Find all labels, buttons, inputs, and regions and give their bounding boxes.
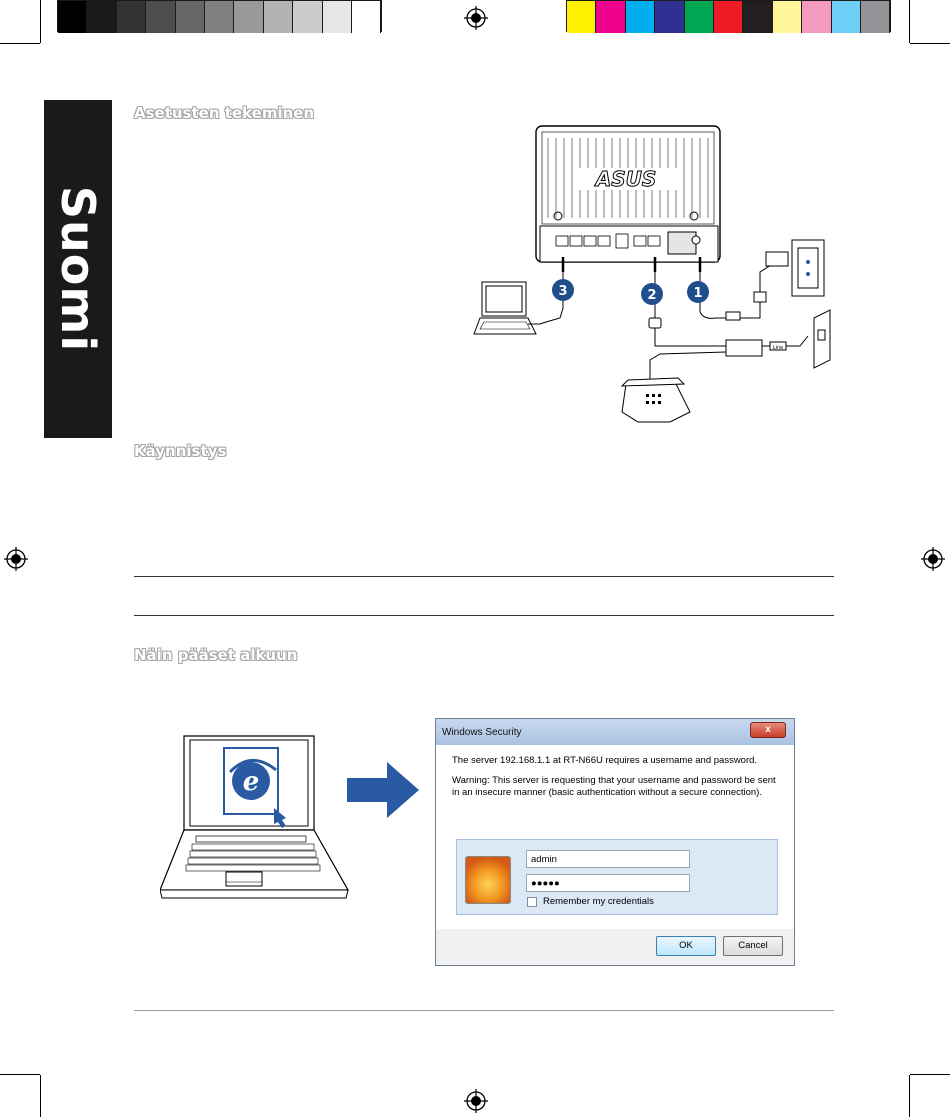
color-swatch <box>596 1 626 33</box>
color-swatch <box>684 1 714 33</box>
cancel-button[interactable]: Cancel <box>723 936 783 956</box>
svg-text:e: e <box>243 767 260 797</box>
color-swatch <box>655 1 685 33</box>
callout-3-label: 3 <box>558 284 567 299</box>
password-field[interactable]: ●●●●● <box>526 874 690 892</box>
language-side-tab: Suomi <box>44 100 112 438</box>
crop-mark <box>0 43 40 44</box>
color-swatch <box>772 1 803 33</box>
color-swatch <box>116 1 147 33</box>
registration-mark-icon <box>921 547 945 571</box>
crop-mark <box>40 1075 41 1117</box>
router-illustration: ASUS <box>535 125 721 263</box>
color-swatch <box>351 1 382 33</box>
router-connection-diagram: ASUS Line <box>473 125 831 423</box>
dialog-message: The server 192.168.1.1 at RT-N66U requir… <box>452 755 758 766</box>
color-swatch <box>87 1 117 33</box>
phone-jack-illustration <box>813 309 831 369</box>
crop-mark <box>910 43 950 44</box>
color-swatch <box>567 1 597 33</box>
dialog-close-button[interactable]: x <box>750 722 786 738</box>
callout-badge-3: 3 <box>552 279 574 301</box>
note-rule-top <box>134 576 834 577</box>
ok-button[interactable]: OK <box>656 936 716 956</box>
callout-badge-1: 1 <box>687 281 709 303</box>
line-label: Line <box>773 345 783 351</box>
color-swatch <box>263 1 294 33</box>
heading-startup: Käynnistys <box>134 442 227 460</box>
remember-credentials-checkbox[interactable] <box>527 897 537 907</box>
wall-outlet-illustration <box>791 239 825 297</box>
color-swatch <box>743 1 773 33</box>
dialog-warning: Warning: This server is requesting that … <box>452 775 776 798</box>
color-swatch <box>204 1 235 33</box>
color-swatch <box>322 1 352 33</box>
color-swatch <box>625 1 656 33</box>
crop-mark <box>910 1074 950 1075</box>
color-swatch <box>831 1 861 33</box>
color-swatch <box>713 1 744 33</box>
callout-1-label: 1 <box>693 286 702 301</box>
note-rule-bottom <box>134 615 834 616</box>
callout-2-label: 2 <box>647 288 656 303</box>
credentials-panel: admin ●●●●● Remember my credentials <box>456 839 778 915</box>
small-laptop-illustration <box>473 281 537 335</box>
color-swatch <box>293 1 323 33</box>
heading-getting-started: Näin pääset alkuun <box>134 646 298 664</box>
right-arrow-icon <box>347 762 419 818</box>
crop-mark <box>909 0 910 43</box>
remember-credentials-label: Remember my credentials <box>543 896 654 907</box>
user-avatar <box>465 856 511 904</box>
color-swatch <box>860 1 891 33</box>
heading-setup: Asetusten tekeminen <box>134 104 315 122</box>
browser-icon: e <box>223 747 286 828</box>
crop-mark <box>40 0 41 43</box>
side-tab-label: Suomi <box>51 185 105 353</box>
dialog-title: Windows Security <box>442 727 522 738</box>
registration-mark-icon <box>464 1089 488 1113</box>
registration-mark-icon <box>464 6 488 30</box>
cursor-icon <box>274 808 286 828</box>
footer-rule <box>134 1010 834 1011</box>
crop-mark <box>0 1074 40 1075</box>
crop-mark <box>909 1075 910 1117</box>
username-field[interactable]: admin <box>526 850 690 868</box>
color-swatch <box>234 1 264 33</box>
color-swatch <box>146 1 176 33</box>
telephone-illustration <box>620 377 691 423</box>
router-brand-logo: ASUS <box>594 167 657 191</box>
callout-badge-2: 2 <box>641 283 663 305</box>
laptop-browser-illustration: e <box>160 735 350 899</box>
color-swatch <box>175 1 205 33</box>
windows-security-dialog: Windows Security x The server 192.168.1.… <box>435 718 795 966</box>
color-swatch <box>58 1 88 33</box>
dialog-title-bar: Windows Security x <box>436 719 794 745</box>
grayscale-color-bar <box>57 0 383 33</box>
registration-mark-icon <box>4 547 28 571</box>
process-color-bar <box>566 0 892 33</box>
color-swatch <box>802 1 832 33</box>
